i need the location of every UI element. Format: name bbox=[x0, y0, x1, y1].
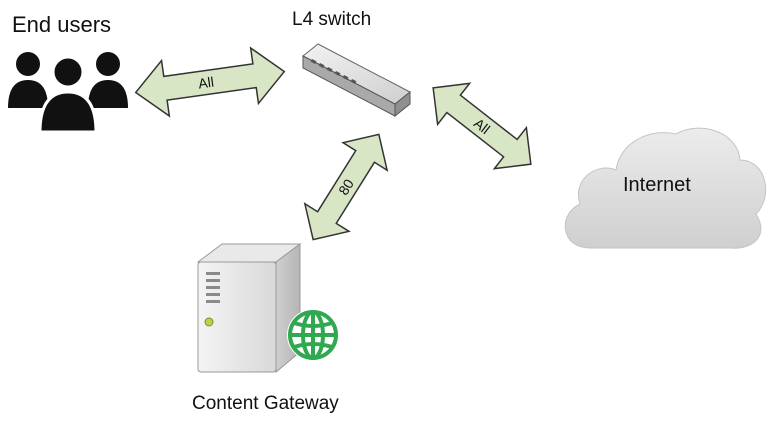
end-users-label: End users bbox=[12, 12, 112, 37]
l4-switch-label: L4 switch bbox=[292, 9, 372, 30]
internet-label: Internet bbox=[623, 174, 691, 196]
internet-cloud-icon bbox=[564, 127, 767, 249]
arrow-switch-internet-label: All bbox=[471, 115, 493, 137]
arrow-users-switch: All bbox=[131, 43, 289, 121]
arrow-users-switch-label: All bbox=[197, 74, 215, 92]
l4-switch-icon bbox=[302, 43, 411, 118]
globe-icon bbox=[287, 309, 339, 361]
content-gateway-label: Content Gateway bbox=[192, 393, 339, 414]
content-gateway-server-icon bbox=[196, 243, 302, 374]
arrow-switch-gateway: 80 bbox=[290, 119, 402, 255]
arrow-switch-gateway-label: 80 bbox=[335, 176, 357, 198]
arrow-switch-internet: All bbox=[416, 66, 548, 186]
end-users-icon bbox=[8, 52, 128, 134]
